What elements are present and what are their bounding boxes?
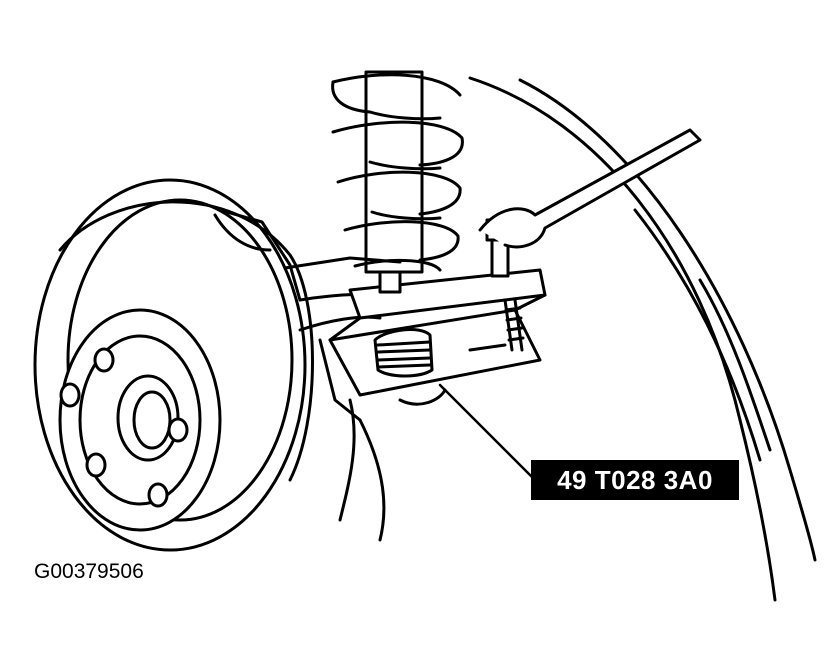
- part-number-callout: 49 T028 3A0: [531, 460, 739, 500]
- coil-spring: [331, 70, 464, 274]
- figure-id: G00379506: [34, 560, 144, 583]
- callout-leader: [438, 383, 537, 482]
- wheel-studs: [59, 347, 189, 508]
- wheel-house-arcs: [468, 76, 817, 602]
- wrench: [478, 128, 702, 249]
- part-number-label: 49 T028 3A0: [557, 464, 713, 495]
- ball-joint-tool: [328, 268, 547, 397]
